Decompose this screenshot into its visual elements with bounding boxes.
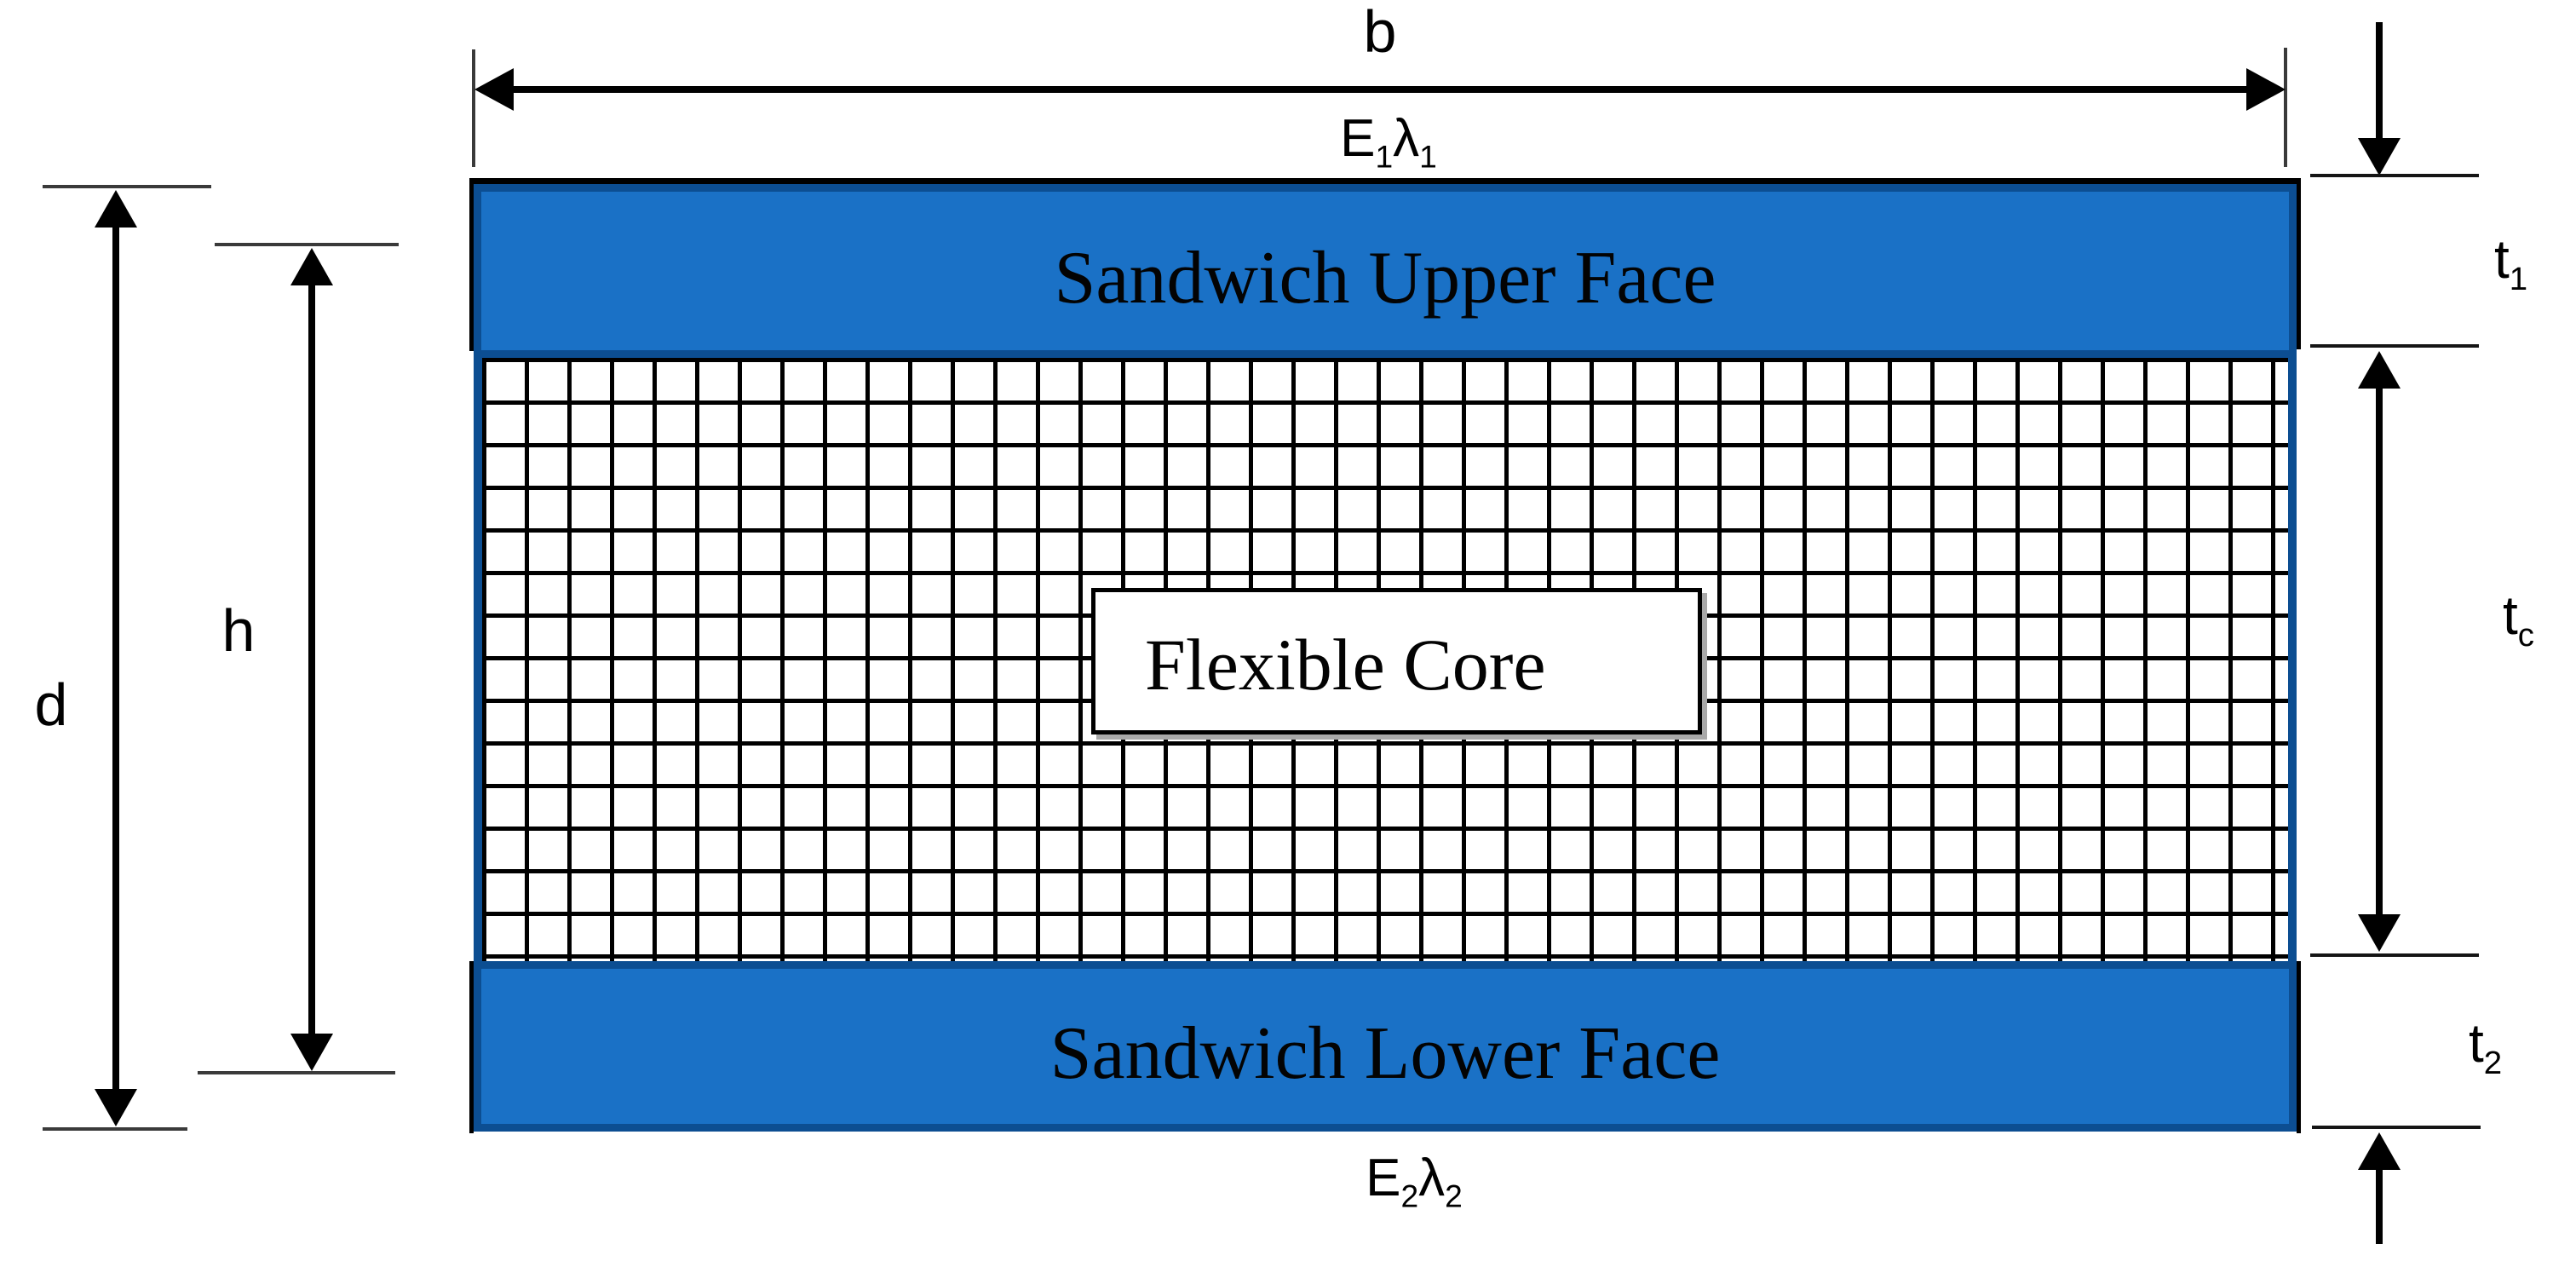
upper-face-right-edge xyxy=(2297,178,2301,349)
dim-t1-symbol: t xyxy=(2494,228,2510,290)
dim-h-label: h xyxy=(221,597,256,664)
arrowhead-left-icon xyxy=(474,68,514,111)
upper-face-label: Sandwich Upper Face xyxy=(1054,237,1716,320)
arrowhead-down-icon xyxy=(2358,138,2401,176)
dim-b-label: b xyxy=(1363,0,1397,65)
dim-d-label: d xyxy=(34,671,68,738)
dim-t1-sub: 1 xyxy=(2509,260,2528,297)
lower-stiffness-symbol-sub: 2 xyxy=(1400,1178,1419,1214)
upper-stiffness-symbol-sub: 1 xyxy=(1375,138,1394,175)
upper-stiffness-symbol: E xyxy=(1340,109,1376,168)
lower-stiffness-lambda: λ xyxy=(1418,1149,1446,1207)
dim-h-tick-top xyxy=(215,243,399,246)
lower-face-label: Sandwich Lower Face xyxy=(1049,1012,1721,1095)
dim-t2-symbol: t xyxy=(2469,1012,2484,1074)
dim-t1-tick-bottom xyxy=(2310,344,2479,348)
dim-t2-tick-bottom xyxy=(2312,1126,2481,1129)
dim-h-tick-bottom xyxy=(198,1071,395,1074)
arrowhead-up-icon xyxy=(2358,351,2401,389)
upper-stiffness-lambda: λ xyxy=(1393,109,1420,168)
lower-stiffness-symbol: E xyxy=(1366,1149,1401,1207)
core-label-box: Flexible Core xyxy=(1091,588,1702,734)
arrowhead-down-icon xyxy=(95,1089,137,1126)
dim-b-extension-left xyxy=(472,49,475,167)
arrowhead-right-icon xyxy=(2246,68,2286,111)
dim-b-shaft xyxy=(509,86,2248,93)
sandwich-upper-face: Sandwich Upper Face xyxy=(474,184,2297,358)
arrowhead-up-icon xyxy=(290,248,333,285)
sandwich-lower-face: Sandwich Lower Face xyxy=(474,961,2297,1132)
upper-stiffness-label: E1λ1 xyxy=(1227,109,1550,172)
lower-stiffness-label: E2λ2 xyxy=(1252,1149,1576,1212)
dim-t1-shaft xyxy=(2376,22,2383,140)
dim-t2-shaft xyxy=(2376,1168,2383,1244)
dim-tc-tick-bottom xyxy=(2310,953,2479,957)
upper-face-left-edge xyxy=(469,178,474,351)
dim-t2-sub: 2 xyxy=(2483,1044,2503,1081)
panel-top-border xyxy=(469,178,2301,184)
dim-t1-label: t1 xyxy=(2494,232,2527,295)
dim-t2-label: t2 xyxy=(2469,1016,2502,1079)
core-label: Flexible Core xyxy=(1145,624,1546,706)
dim-d-shaft xyxy=(112,224,119,1092)
dim-b-extension-right xyxy=(2284,48,2287,167)
dim-h-shaft xyxy=(308,282,315,1037)
arrowhead-up-icon xyxy=(2358,1132,2401,1170)
arrowhead-down-icon xyxy=(2358,914,2401,952)
lower-face-left-edge xyxy=(469,961,474,1133)
flexible-core-region xyxy=(474,358,2297,961)
dim-d-tick-top xyxy=(43,185,211,188)
lower-stiffness-lambda-sub: 2 xyxy=(1445,1178,1463,1214)
dim-tc-label: tc xyxy=(2503,588,2534,651)
dim-tc-shaft xyxy=(2376,385,2383,917)
arrowhead-up-icon xyxy=(95,190,137,228)
arrowhead-down-icon xyxy=(290,1034,333,1071)
dim-d-tick-bottom xyxy=(43,1127,187,1131)
dim-t1-tick-top xyxy=(2310,174,2479,177)
lower-face-right-edge xyxy=(2297,961,2301,1133)
upper-stiffness-lambda-sub: 1 xyxy=(1419,138,1437,175)
dim-tc-sub: c xyxy=(2517,616,2534,654)
dim-tc-symbol: t xyxy=(2503,585,2518,646)
